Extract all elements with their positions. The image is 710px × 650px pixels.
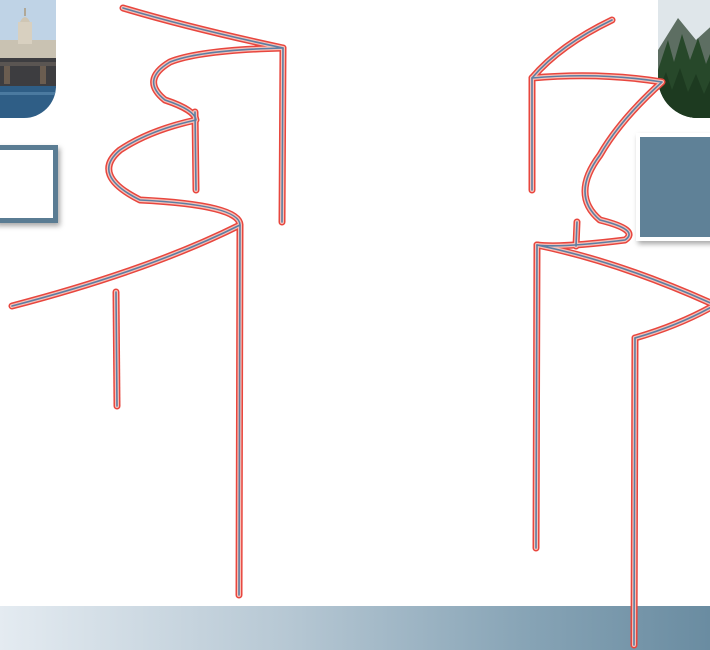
blue-core-stroke — [12, 8, 710, 645]
